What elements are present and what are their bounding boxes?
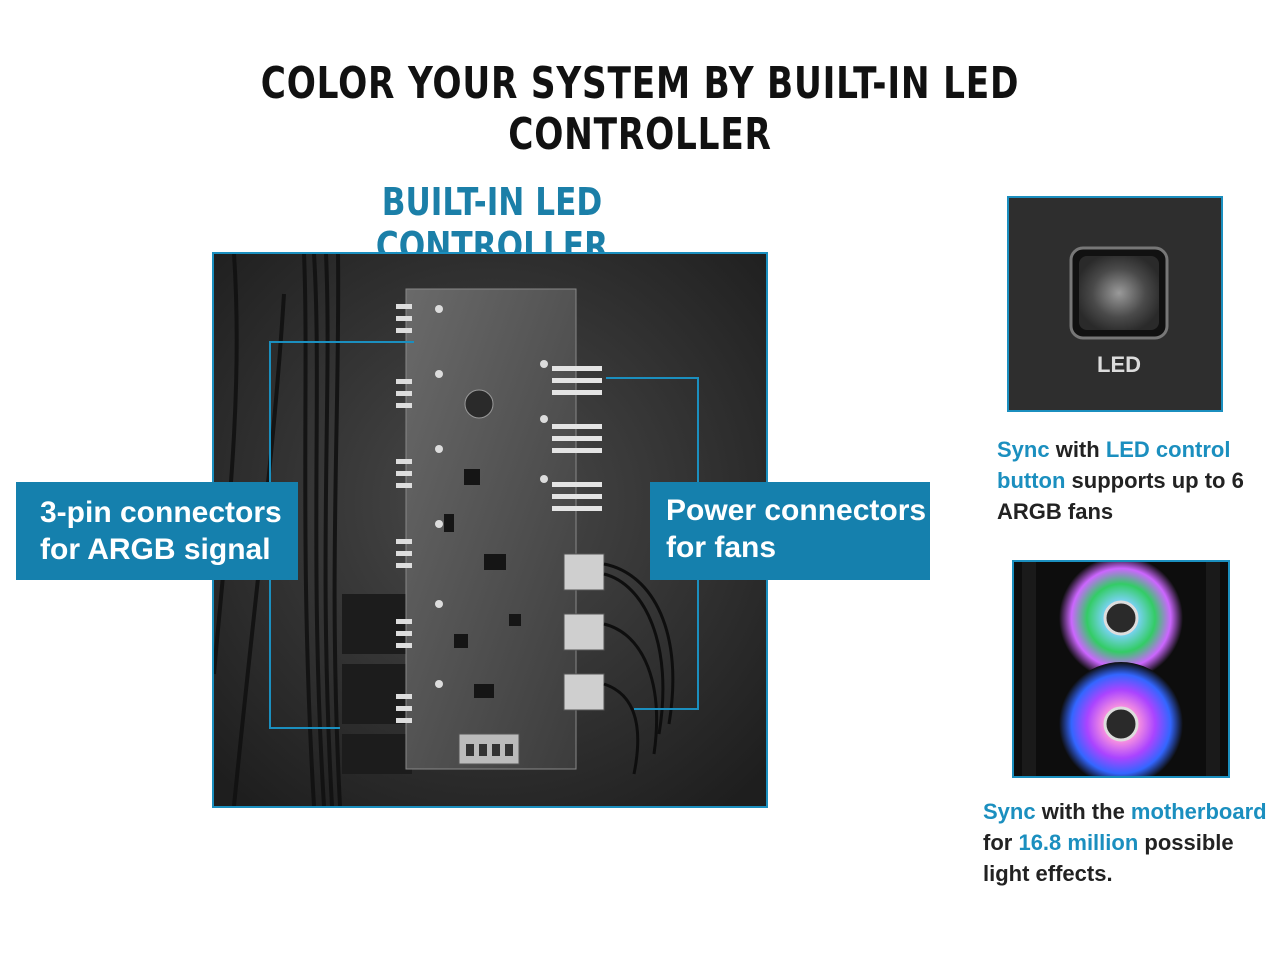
mb-motherboard-text: motherboard	[1130, 799, 1267, 824]
led-control-text: LED control	[1105, 437, 1231, 462]
argb-callout-line1: 3-pin connectors	[40, 496, 282, 529]
argb-connectors-callout: 3-pin connectors for ARGB signal	[16, 482, 298, 580]
led-button-label: LED	[1097, 352, 1141, 377]
page-title: COLOR YOUR SYSTEM BY BUILT-IN LED CONTRO…	[260, 58, 1020, 160]
section-subtitle: BUILT-IN LED CONTROLLER	[375, 180, 609, 268]
led-button-photo: LED	[1007, 196, 1223, 412]
led-sync-word: Sync	[997, 437, 1050, 462]
led-with-word: with	[1049, 437, 1106, 462]
led-sync-rest: supports up to 6 ARGB fans	[997, 468, 1244, 524]
power-callout-line1: Power connectors	[666, 494, 927, 527]
power-callout-line2: for fans	[666, 531, 777, 564]
motherboard-sync-description: Sync with the motherboard for 16.8 millio…	[983, 796, 1280, 889]
mb-sync-rest: possible light effects.	[983, 830, 1234, 886]
argb-callout-line2: for ARGB signal	[40, 533, 271, 566]
mb-million-text: 16.8 million	[1018, 830, 1139, 855]
led-sync-description: Sync with LED control button supports up …	[997, 434, 1277, 527]
led-button-text: button	[997, 468, 1066, 493]
power-connectors-callout: Power connectors for fans	[650, 482, 930, 580]
mb-with-word: with the	[1035, 799, 1131, 824]
argb-fans-photo	[1012, 560, 1230, 778]
mb-sync-word: Sync	[983, 799, 1036, 824]
mb-for-word: for	[983, 830, 1019, 855]
